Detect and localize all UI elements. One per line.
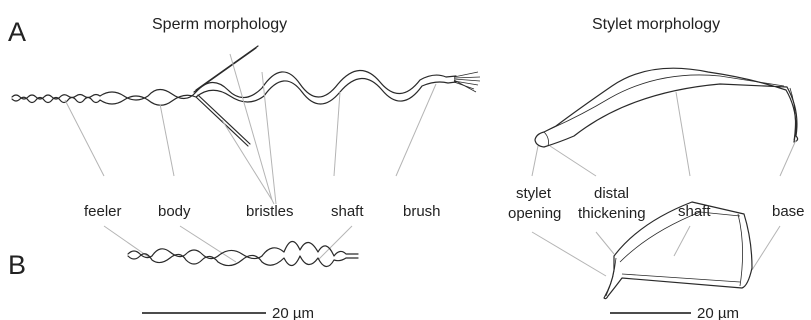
sperm-b-leader-lines <box>104 226 352 262</box>
sperm-outline-upper <box>12 70 456 100</box>
label-base: base <box>772 203 805 220</box>
sperm-outline-lower <box>12 78 456 105</box>
label-brush: brush <box>403 203 441 220</box>
stylet-a-inner-line <box>548 75 784 130</box>
label-shaft-sperm: shaft <box>331 203 364 220</box>
label-feeler: feeler <box>84 203 122 220</box>
label-stylet-opening-1: stylet <box>516 185 552 202</box>
stylet-scale-label: 20 µm <box>697 305 739 320</box>
sperm-scale-label: 20 µm <box>272 305 314 320</box>
label-distal-thickening-1: distal <box>594 185 629 202</box>
sperm-b-outline-upper <box>128 241 358 258</box>
bristle-upper-edge <box>194 48 256 92</box>
sperm-brush <box>454 72 480 92</box>
stylet-morphology-title: Stylet morphology <box>592 16 720 33</box>
stylet-a-drawing <box>535 68 798 147</box>
stylet-b-lower-line <box>622 274 740 282</box>
stylet-b-base-line <box>738 214 743 286</box>
label-distal-thickening-2: thickening <box>578 205 646 222</box>
label-bristles: bristles <box>246 203 294 220</box>
stylet-a-outline <box>535 68 798 147</box>
bristle-lower-edge <box>198 95 250 144</box>
sperm-leader-lines <box>65 54 436 204</box>
label-stylet-opening-2: opening <box>508 205 561 222</box>
stylet-a-tip-line <box>544 132 549 146</box>
stylet-leader-lines <box>532 92 796 276</box>
sperm-b-outline-lower <box>128 254 358 267</box>
label-body: body <box>158 203 191 220</box>
sperm-drawing <box>12 46 480 146</box>
panel-a-letter: A <box>8 17 26 47</box>
bristle-lower <box>196 97 248 146</box>
panel-b-letter: B <box>8 250 26 280</box>
sperm-morphology-title: Sperm morphology <box>152 16 287 33</box>
